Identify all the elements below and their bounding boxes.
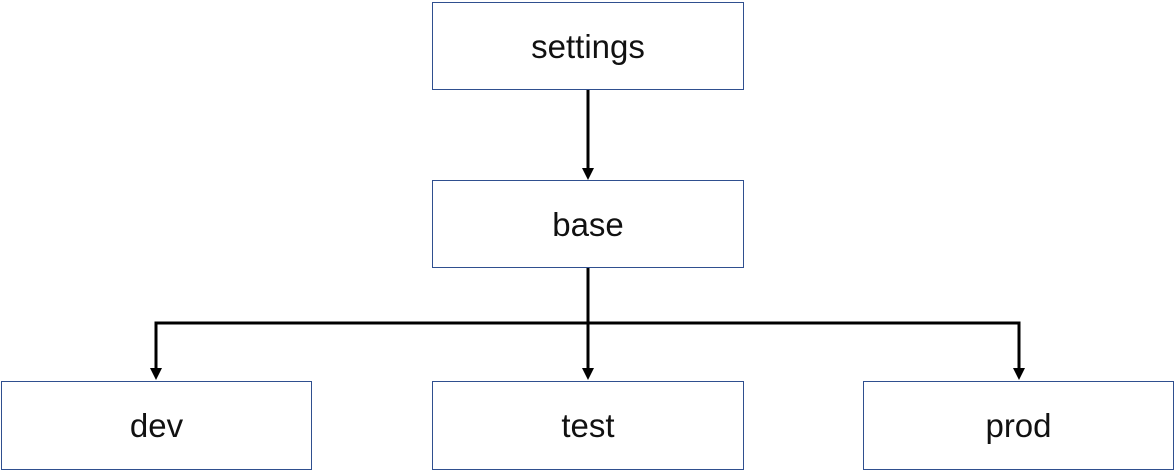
node-test: test <box>432 381 744 470</box>
node-dev-label: dev <box>129 407 184 444</box>
node-prod: prod <box>863 381 1174 470</box>
node-base: base <box>432 180 744 268</box>
arrowhead-dev <box>150 368 162 380</box>
node-prod-label: prod <box>985 407 1052 444</box>
node-settings: settings <box>432 2 744 90</box>
node-base-label: base <box>552 205 624 243</box>
node-dev: dev <box>1 381 312 470</box>
arrowhead-prod <box>1013 368 1025 380</box>
arrowhead-base <box>582 168 594 180</box>
node-test-label: test <box>561 407 615 444</box>
node-settings-label: settings <box>531 27 645 65</box>
arrowhead-test <box>582 368 594 380</box>
